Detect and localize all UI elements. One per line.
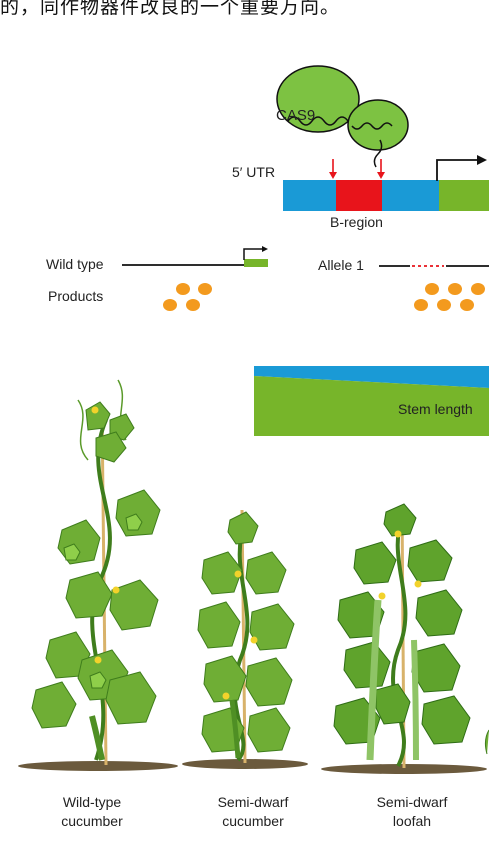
dna-construct (283, 155, 489, 211)
caption-semi-dwarf-cucumber: Semi-dwarf cucumber (193, 793, 313, 831)
caption-line1: Wild-type (62, 794, 122, 810)
partial-plant (484, 729, 489, 755)
allele-label: Allele 1 (318, 257, 364, 273)
caption-line1: Semi-dwarf (376, 794, 448, 810)
stem-length-label: Stem length (398, 401, 473, 417)
caption-line2: cucumber (222, 813, 284, 829)
caption-line2: cucumber (61, 813, 123, 829)
wild-type-products (163, 283, 212, 311)
caption-wild-type-cucumber: Wild-type cucumber (32, 793, 152, 831)
ground (18, 759, 487, 774)
caption-semi-dwarf-loofah: Semi-dwarf loofah (352, 793, 472, 831)
wild-type-track (122, 246, 268, 267)
cas9-protein (276, 65, 409, 168)
plant-wild-type-cucumber (31, 379, 161, 766)
stem-length-wedge (254, 366, 489, 436)
caption-line2: loofah (392, 813, 432, 829)
products-label: Products (48, 288, 104, 304)
header-text: 的，同作物器件改良的一个重要万向。 (0, 0, 341, 18)
cas9-label: CAS9 (276, 107, 316, 124)
allele-products (414, 283, 485, 311)
utr-label: 5′ UTR (232, 164, 276, 180)
wild-type-label: Wild type (46, 256, 104, 272)
bregion-label: B-region (330, 214, 383, 230)
caption-line1: Semi-dwarf (217, 794, 289, 810)
plant-semi-dwarf-loofah (333, 503, 471, 769)
plant-semi-dwarf-cucumber (197, 509, 295, 764)
